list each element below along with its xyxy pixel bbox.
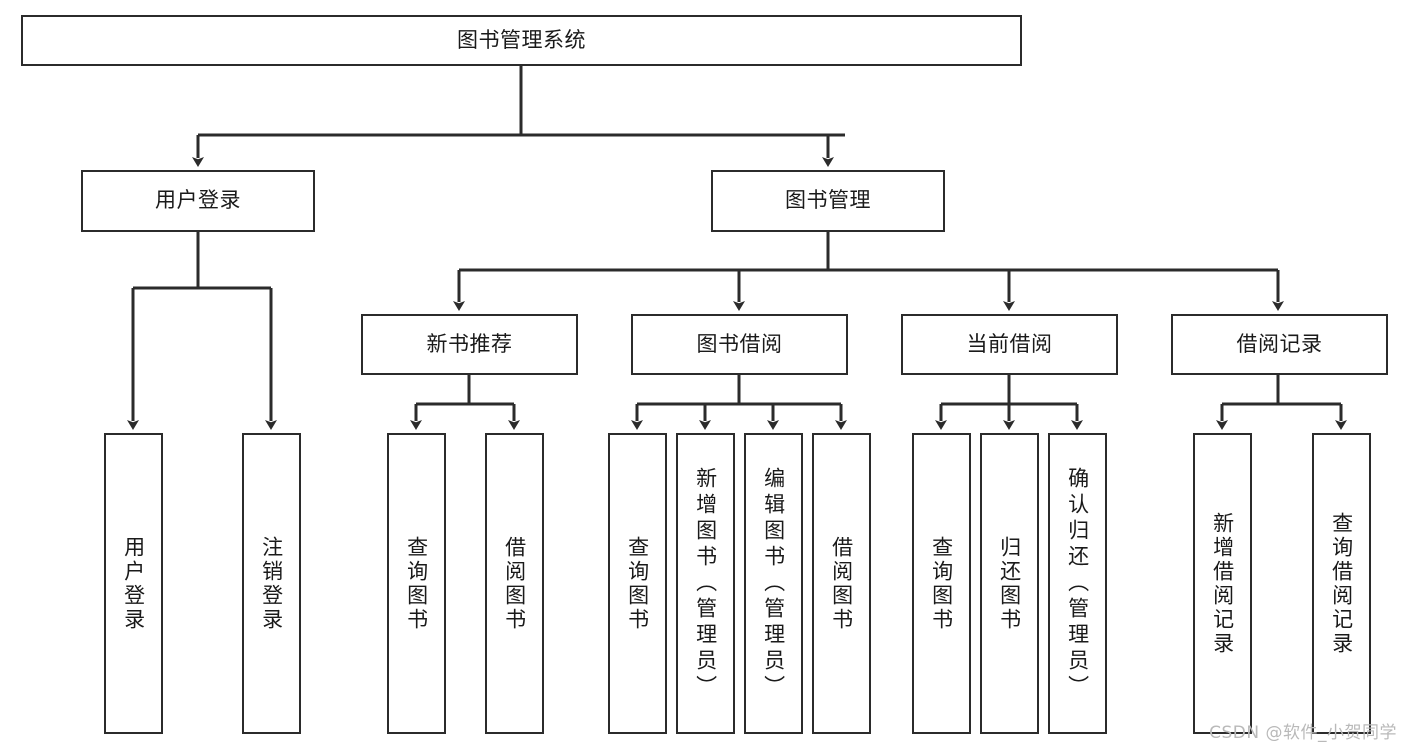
node-label: 查询借阅记录 xyxy=(1329,511,1354,656)
node-label: 新增图书（管理员） xyxy=(693,466,718,701)
node-root-book-management-system[interactable]: 图书管理系统 xyxy=(21,15,1022,66)
node-label: 借阅图书 xyxy=(829,535,854,632)
leaf-add-book-admin[interactable]: 新增图书（管理员） xyxy=(676,433,735,734)
node-label: 归还图书 xyxy=(997,535,1022,632)
watermark: CSDN @软件_小贺同学 xyxy=(1209,723,1397,743)
node-label: 图书管理系统 xyxy=(457,27,586,52)
leaf-query-book-borrow[interactable]: 查询图书 xyxy=(608,433,667,734)
node-label: 当前借阅 xyxy=(966,331,1053,356)
leaf-borrow-book[interactable]: 借阅图书 xyxy=(812,433,871,734)
leaf-confirm-return-admin[interactable]: 确认归还（管理员） xyxy=(1048,433,1107,734)
node-book-management[interactable]: 图书管理 xyxy=(711,170,945,232)
node-book-borrow[interactable]: 图书借阅 xyxy=(631,314,848,375)
node-current-borrow[interactable]: 当前借阅 xyxy=(901,314,1118,375)
node-label: 编辑图书（管理员） xyxy=(761,466,786,701)
leaf-query-book-recommend[interactable]: 查询图书 xyxy=(387,433,446,734)
node-label: 借阅图书 xyxy=(502,535,527,632)
node-label: 确认归还（管理员） xyxy=(1065,466,1090,701)
node-user-login[interactable]: 用户登录 xyxy=(81,170,315,232)
leaf-return-book[interactable]: 归还图书 xyxy=(980,433,1039,734)
node-label: 查询图书 xyxy=(625,535,650,632)
node-label: 图书管理 xyxy=(785,188,871,213)
leaf-edit-book-admin[interactable]: 编辑图书（管理员） xyxy=(744,433,803,734)
node-label: 新增借阅记录 xyxy=(1210,511,1235,656)
leaf-query-book-current[interactable]: 查询图书 xyxy=(912,433,971,734)
node-label: 借阅记录 xyxy=(1236,331,1323,356)
node-new-book-recommend[interactable]: 新书推荐 xyxy=(361,314,578,375)
node-label: 用户登录 xyxy=(155,188,241,213)
leaf-add-borrow-record[interactable]: 新增借阅记录 xyxy=(1193,433,1252,734)
node-label: 图书借阅 xyxy=(696,331,783,356)
node-label: 用户登录 xyxy=(121,535,146,632)
node-label: 查询图书 xyxy=(404,535,429,632)
node-label: 新书推荐 xyxy=(426,331,513,356)
node-label: 注销登录 xyxy=(259,535,284,632)
leaf-borrow-book-recommend[interactable]: 借阅图书 xyxy=(485,433,544,734)
node-borrow-record[interactable]: 借阅记录 xyxy=(1171,314,1388,375)
leaf-query-borrow-record[interactable]: 查询借阅记录 xyxy=(1312,433,1371,734)
leaf-logout[interactable]: 注销登录 xyxy=(242,433,301,734)
leaf-user-login[interactable]: 用户登录 xyxy=(104,433,163,734)
node-label: 查询图书 xyxy=(929,535,954,632)
